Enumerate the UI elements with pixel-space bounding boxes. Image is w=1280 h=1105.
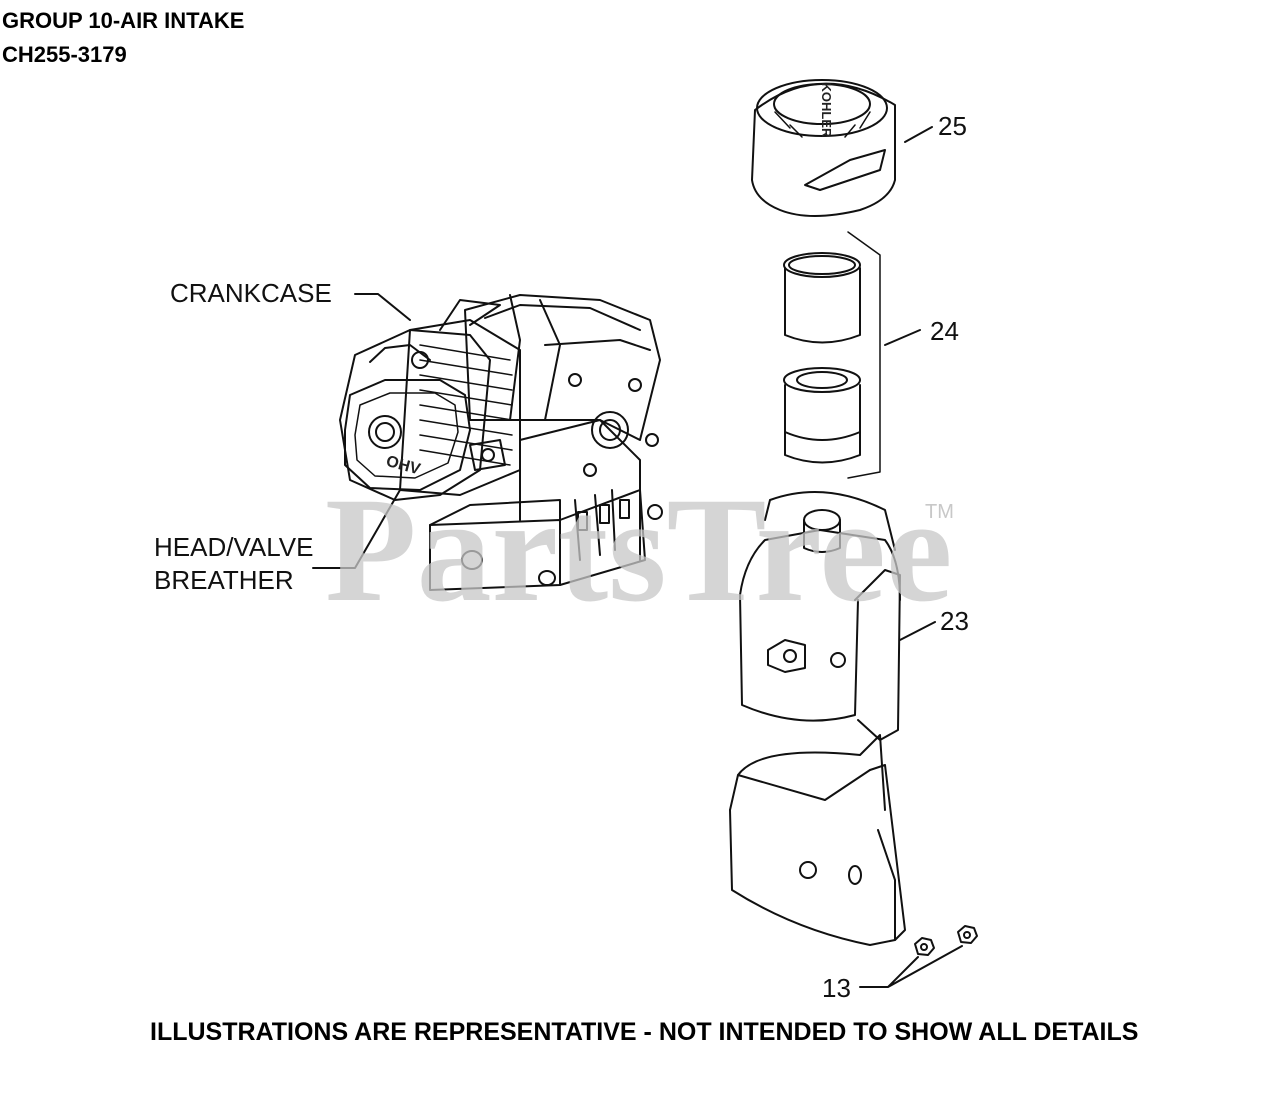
callout-25: 25 xyxy=(938,111,967,141)
diagram-title: GROUP 10-AIR INTAKE xyxy=(2,8,245,33)
leader-line-25 xyxy=(904,126,933,143)
label-head-valve-line2: BREATHER xyxy=(154,565,294,595)
leader-line-23 xyxy=(899,621,936,641)
watermark-tm: TM xyxy=(925,501,954,523)
watermark-text: PartsTree xyxy=(325,467,952,633)
callout-23: 23 xyxy=(940,606,969,636)
leader-line-head-valve xyxy=(312,489,401,569)
model-number: CH255-3179 xyxy=(2,42,127,67)
part-24-air-filter-set xyxy=(783,231,881,479)
kohler-logo-text: KOHLER xyxy=(819,83,834,139)
part-23-air-cleaner-base xyxy=(739,491,901,741)
callout-13: 13 xyxy=(822,973,851,1003)
label-head-valve-line1: HEAD/VALVE xyxy=(154,532,313,562)
leader-line-13 xyxy=(859,945,963,988)
callout-24: 24 xyxy=(930,316,959,346)
engine-crankcase-illustration xyxy=(339,294,663,591)
leader-line-24 xyxy=(884,329,921,346)
lower-shroud-illustration xyxy=(729,734,906,946)
label-crankcase: CRANKCASE xyxy=(170,278,332,308)
leader-line-crankcase xyxy=(354,293,411,321)
disclaimer-footer: ILLUSTRATIONS ARE REPRESENTATIVE - NOT I… xyxy=(150,1018,1139,1046)
part-13-nuts xyxy=(914,925,978,956)
part-25-air-cleaner-cover xyxy=(751,79,896,217)
